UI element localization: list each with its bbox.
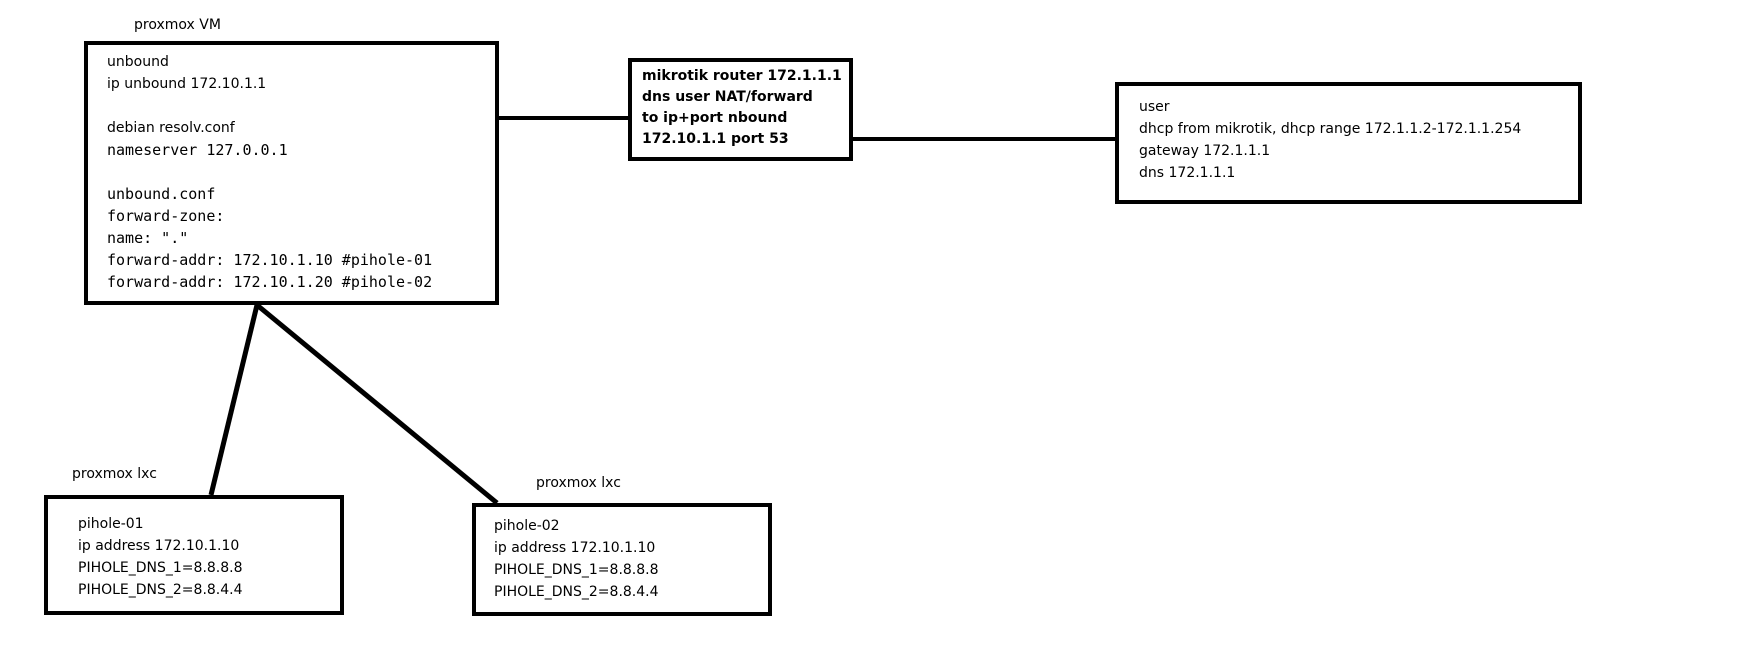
pihole-02-caption: proxmox lxc (536, 475, 621, 491)
vm-spacer (107, 95, 476, 117)
router-line-1: dns user NAT/forward (642, 89, 813, 105)
pihole-02-line-0: pihole-02 (494, 518, 560, 534)
vm-line-0: unbound (107, 54, 169, 70)
pihole-01-line-1: ip address 172.10.1.10 (78, 538, 240, 554)
pihole-01-line-3: PIHOLE_DNS_2=8.8.4.4 (78, 582, 243, 598)
mikrotik-router-box: mikrotik router 172.1.1.1 dns user NAT/f… (628, 58, 853, 161)
pihole-02-box: pihole-02 ip address 172.10.1.10 PIHOLE_… (472, 503, 772, 616)
vm-line-1: ip unbound 172.10.1.1 (107, 76, 267, 92)
user-box: user dhcp from mikrotik, dhcp range 172.… (1115, 82, 1582, 204)
pihole-01-line-0: pihole-01 (78, 516, 144, 532)
router-line-0: mikrotik router 172.1.1.1 (642, 68, 842, 84)
vm-caption: proxmox VM (134, 17, 221, 33)
vm-line-6: unbound.conf (107, 185, 216, 203)
pihole-01-box: pihole-01 ip address 172.10.1.10 PIHOLE_… (44, 495, 344, 615)
vm-line-7: forward-zone: (107, 207, 225, 225)
user-line-0: user (1139, 99, 1170, 115)
pihole-01-line-2: PIHOLE_DNS_1=8.8.8.8 (78, 560, 243, 576)
unbound-vm-box: unbound ip unbound 172.10.1.1 debian res… (84, 41, 499, 305)
vm-line-3: debian resolv.conf (107, 120, 235, 136)
user-line-2: gateway 172.1.1.1 (1139, 143, 1271, 159)
router-line-3: 172.10.1.1 port 53 (642, 131, 789, 147)
pihole-02-line-1: ip address 172.10.1.10 (494, 540, 656, 556)
vm-line-8: name: "." (107, 229, 189, 247)
vm-line-4: nameserver 127.0.0.1 (107, 141, 288, 159)
connector-vm-pihole-02 (255, 303, 499, 505)
pihole-02-line-2: PIHOLE_DNS_1=8.8.8.8 (494, 562, 659, 578)
user-line-1: dhcp from mikrotik, dhcp range 172.1.1.2… (1139, 121, 1522, 137)
router-line-2: to ip+port nbound (642, 110, 788, 126)
user-line-3: dns 172.1.1.1 (1139, 165, 1236, 181)
vm-spacer (107, 161, 476, 183)
connector-vm-pihole-01 (208, 304, 260, 496)
vm-line-10: forward-addr: 172.10.1.20 #pihole-02 (107, 273, 433, 291)
pihole-01-caption: proxmox lxc (72, 466, 157, 482)
vm-line-9: forward-addr: 172.10.1.10 #pihole-01 (107, 251, 433, 269)
pihole-02-line-3: PIHOLE_DNS_2=8.8.4.4 (494, 584, 659, 600)
